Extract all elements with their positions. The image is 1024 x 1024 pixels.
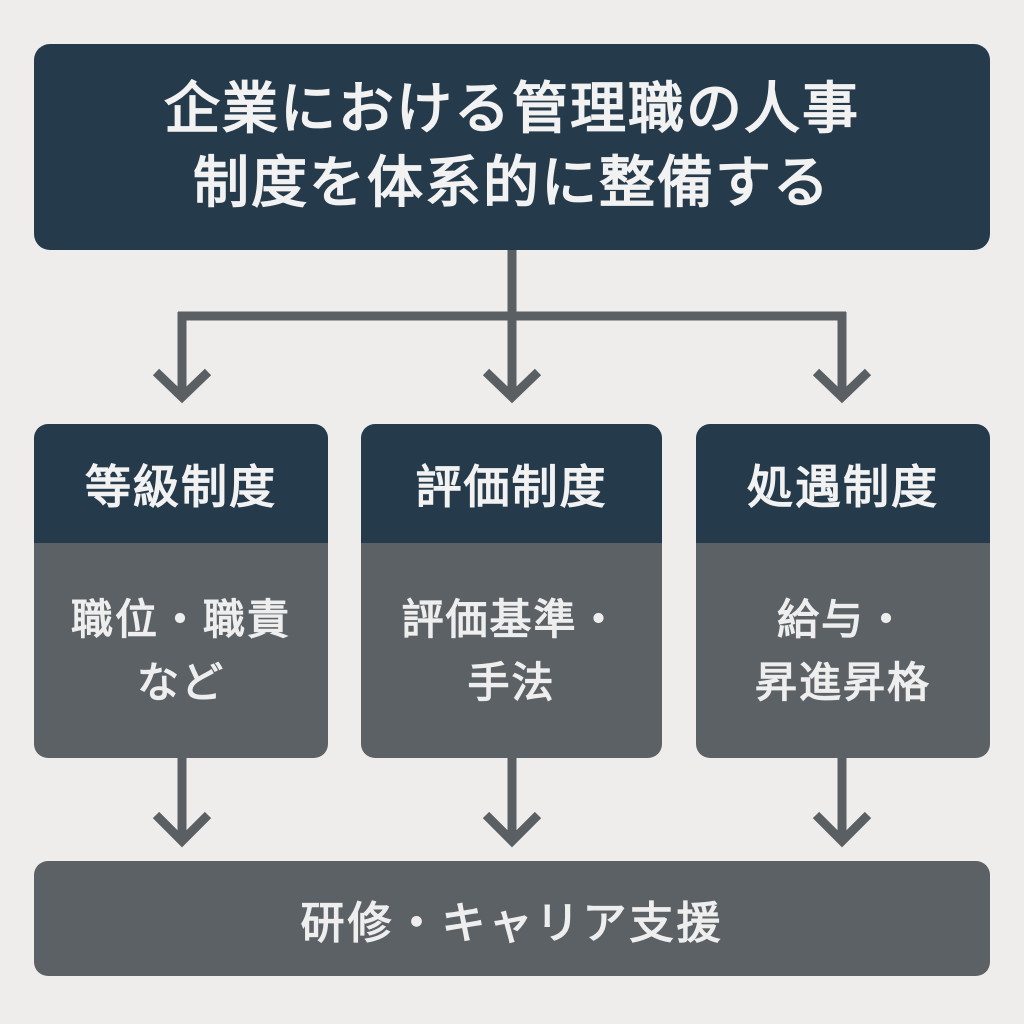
card-detail-line-1: 給与・ [776, 594, 909, 644]
card-detail-line-2: など [136, 657, 225, 707]
card-compensation-system: 処遇制度 給与・ 昇進昇格 [696, 424, 990, 758]
card-heading: 処遇制度 [696, 424, 990, 543]
card-body: 職位・職責 など [34, 543, 328, 758]
arrowhead-to-card-3 [812, 368, 872, 404]
card-grade-system: 等級制度 職位・職責 など [34, 424, 328, 758]
card-detail-line-1: 評価基準・ [401, 594, 622, 644]
arrowhead-to-card-2 [482, 368, 542, 404]
card-heading: 等級制度 [34, 424, 328, 543]
card-detail-line-2: 昇進昇格 [754, 657, 931, 707]
card-body: 評価基準・ 手法 [361, 543, 662, 758]
title-box: 企業における管理職の人事 制度を体系的に整備する [34, 44, 990, 250]
card-body: 給与・ 昇進昇格 [696, 543, 990, 758]
card-evaluation-system: 評価制度 評価基準・ 手法 [361, 424, 662, 758]
arrowhead-to-outcome-1 [152, 811, 212, 848]
outcome-label: 研修・キャリア支援 [300, 897, 724, 949]
card-detail-line-1: 職位・職責 [70, 594, 291, 644]
arrowhead-to-outcome-3 [812, 811, 872, 848]
outcome-box: 研修・キャリア支援 [34, 861, 990, 976]
arrowhead-to-card-1 [152, 368, 212, 404]
title-line-1: 企業における管理職の人事 [164, 77, 860, 143]
title-line-2: 制度を体系的に整備する [193, 151, 831, 216]
card-detail-line-2: 手法 [467, 657, 556, 707]
card-heading: 評価制度 [361, 424, 662, 543]
arrowhead-to-outcome-2 [482, 811, 542, 848]
